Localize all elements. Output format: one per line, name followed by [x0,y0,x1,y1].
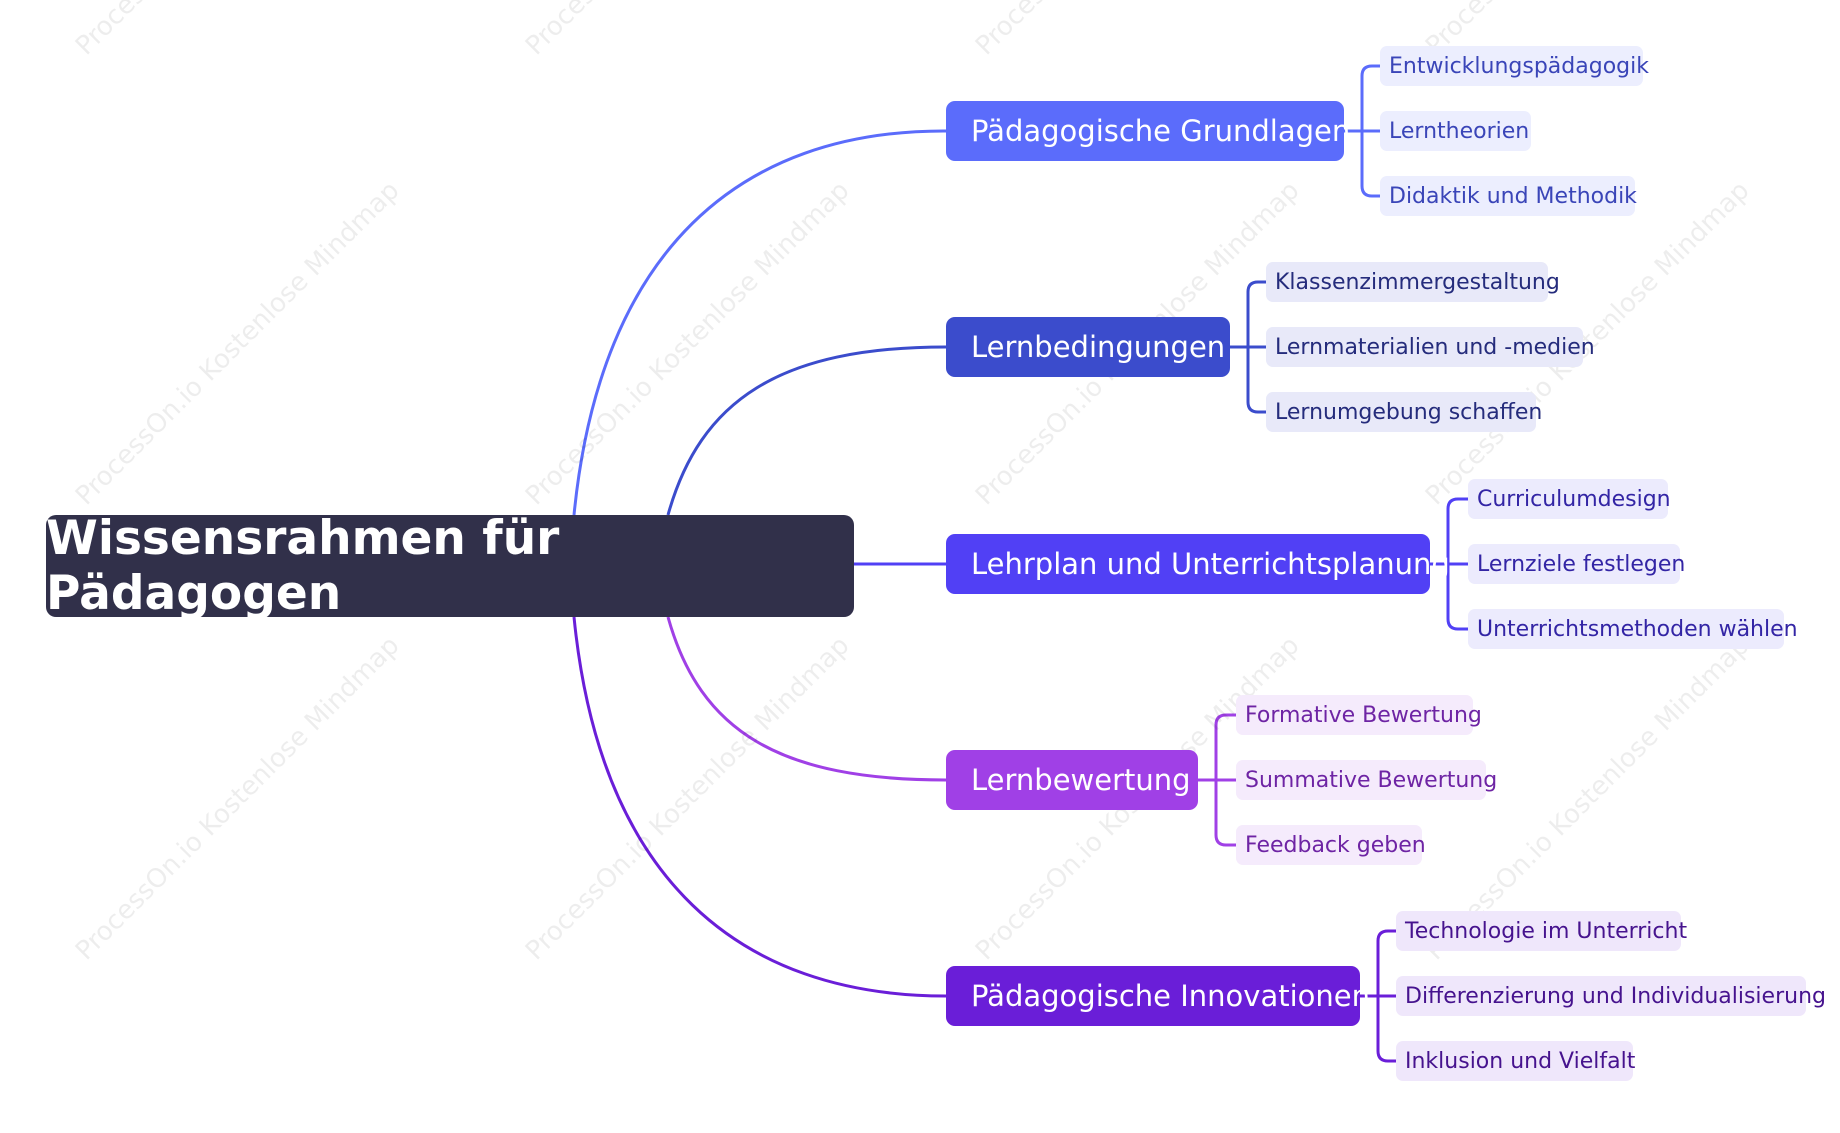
branch-lehrplan-und-unterrichtsplanung[interactable]: Lehrplan und Unterrichtsplanung [946,534,1450,594]
branch-connector [666,616,947,782]
leaf-label: Didaktik und Methodik [1389,183,1637,209]
root-topic[interactable]: Wissensrahmen für Pädagogen [46,511,854,621]
branch-lernbedingungen[interactable]: Lernbedingungen [946,317,1230,377]
branch-connector [666,345,947,516]
leaf-feedback-geben[interactable]: Feedback geben [1236,825,1426,865]
leaf-technologie-im-unterricht[interactable]: Technologie im Unterricht [1396,911,1687,951]
leaf-lernmaterialien-und-medien[interactable]: Lernmaterialien und -medien [1266,327,1595,367]
branch-label: Lernbedingungen [971,330,1226,364]
leaf-label: Technologie im Unterricht [1405,918,1688,944]
branch-label: Pädagogische Grundlagen [971,114,1351,148]
branch-paedagogische-innovationen[interactable]: Pädagogische Innovationen [946,966,1370,1026]
leaf-differenzierung-und-individualisierung[interactable]: Differenzierung und Individualisierung [1396,976,1826,1016]
leaf-label: Lerntheorien [1389,118,1530,144]
leaf-inklusion-und-vielfalt[interactable]: Inklusion und Vielfalt [1396,1041,1636,1081]
branch-lernbewertung[interactable]: Lernbewertung [946,750,1198,810]
leaf-label: Unterrichtsmethoden wählen [1477,616,1798,642]
branch-connector [572,129,947,516]
leaf-label: Entwicklungspädagogik [1389,53,1649,79]
leaf-label: Differenzierung und Individualisierung [1405,983,1826,1009]
branch-label: Pädagogische Innovationen [971,979,1371,1013]
leaf-label: Feedback geben [1245,832,1426,858]
leaf-curriculumdesign[interactable]: Curriculumdesign [1468,479,1671,519]
leaf-entwicklungspaedagogik[interactable]: Entwicklungspädagogik [1380,46,1649,86]
leaf-label: Formative Bewertung [1245,702,1482,728]
leaf-didaktik-und-methodik[interactable]: Didaktik und Methodik [1380,176,1637,216]
root-topic-label: Wissensrahmen für Pädagogen [46,511,560,621]
leaf-label: Summative Bewertung [1245,767,1498,793]
branch-label: Lehrplan und Unterrichtsplanung [971,547,1450,581]
leaf-label: Klassenzimmergestaltung [1275,269,1560,295]
branch-connector [572,616,947,998]
leaf-lerntheorien[interactable]: Lerntheorien [1380,111,1531,151]
branch-label: Lernbewertung [971,763,1191,797]
branch-paedagogische-grundlagen[interactable]: Pädagogische Grundlagen [946,101,1350,161]
leaf-label: Inklusion und Vielfalt [1405,1048,1636,1074]
leaf-lernumgebung-schaffen[interactable]: Lernumgebung schaffen [1266,392,1542,432]
leaf-label: Lernumgebung schaffen [1275,399,1543,425]
leaf-formative-bewertung[interactable]: Formative Bewertung [1236,695,1482,735]
leaf-label: Curriculumdesign [1477,486,1671,512]
leaf-label: Lernziele festlegen [1477,551,1686,577]
leaf-unterrichtsmethoden-waehlen[interactable]: Unterrichtsmethoden wählen [1468,609,1798,649]
leaf-lernziele-festlegen[interactable]: Lernziele festlegen [1468,544,1685,584]
leaf-summative-bewertung[interactable]: Summative Bewertung [1236,760,1497,800]
leaf-label: Lernmaterialien und -medien [1275,334,1595,360]
leaf-klassenzimmergestaltung[interactable]: Klassenzimmergestaltung [1266,262,1560,302]
